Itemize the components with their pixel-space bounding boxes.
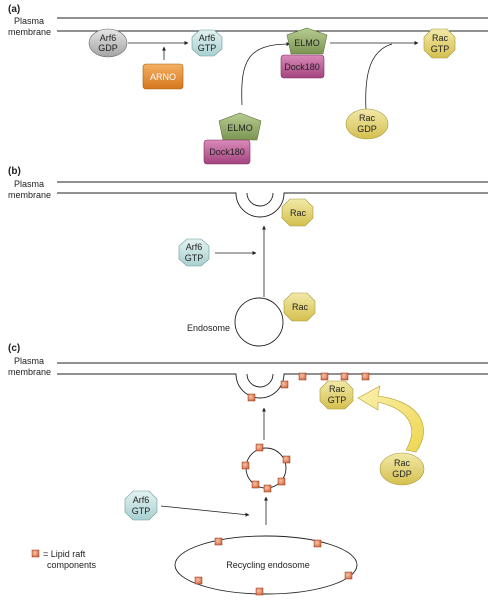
- membrane-raft-markers: [247, 372, 370, 402]
- membrane-label-line2: membrane: [8, 190, 51, 200]
- arf6-gtp-label-1: Arf6: [199, 33, 216, 43]
- recycling-endosome-label: Recycling endosome: [226, 560, 310, 570]
- rac-endosome-node: [283, 292, 316, 322]
- panel-a-label: (a): [8, 4, 20, 15]
- membrane-inner-line-outer-pit: [57, 192, 488, 218]
- endosome-raft-markers: [194, 537, 353, 596]
- panel-b-label: (b): [8, 166, 21, 177]
- rac-recruitment-arrow: [357, 385, 424, 453]
- membrane-pit-inner: [246, 373, 274, 388]
- legend-label-1: = Lipid raft: [43, 549, 86, 559]
- rac-gdp-label-1: Rac: [359, 113, 376, 123]
- lipid-raft-marker: [247, 393, 256, 402]
- arno-label: ARNO: [150, 72, 176, 82]
- arrow-arf6-to-recycling: [160, 505, 250, 517]
- membrane-label-line1: Plasma: [14, 16, 44, 26]
- panel-c: (c) Plasma membrane Rac GTP Rac GDP: [8, 343, 488, 596]
- lipid-raft-marker: [361, 372, 370, 381]
- arrow-rac-gdp-input: [365, 43, 393, 111]
- dock180-bottom-node: [203, 139, 251, 165]
- membrane-label-line2: membrane: [8, 27, 51, 37]
- arf6-gtp-label-1: Arf6: [186, 242, 203, 252]
- dock180-top-label: Dock180: [284, 62, 320, 72]
- legend-raft-swatch: [31, 549, 40, 558]
- panel-a: (a) Plasma membrane Arf6 GDP ARNO Arf6 G…: [8, 4, 488, 165]
- lipid-raft-marker: [255, 587, 264, 596]
- arrow-elmo-recruitment: [241, 42, 291, 106]
- panel-c-label: (c): [8, 343, 20, 354]
- endosome-vesicle: [234, 297, 284, 347]
- lipid-raft-marker: [280, 380, 289, 389]
- rac-gtp-label-2: GTP: [328, 395, 347, 405]
- arf6-gtp-label-2: GTP: [132, 506, 151, 516]
- arf6-gdp-label-1: Arf6: [100, 33, 117, 43]
- rac-membrane-label: Rac: [290, 208, 307, 218]
- lipid-raft-marker: [320, 372, 329, 381]
- lipid-raft-marker: [255, 443, 264, 452]
- elmo-top-label: ELMO: [294, 38, 320, 48]
- membrane-label-line1: Plasma: [14, 356, 44, 366]
- rac-endosome-label: Rac: [292, 302, 309, 312]
- elmo-bottom-label: ELMO: [227, 123, 253, 133]
- recycling-endosome: [174, 535, 358, 595]
- lipid-raft-marker: [277, 477, 286, 486]
- dock180-top-node: [280, 54, 325, 79]
- arf6-gtp-node: [124, 490, 158, 521]
- membrane-label-line2: membrane: [8, 367, 51, 377]
- arf6-gtp-label-1: Arf6: [133, 495, 150, 505]
- rac-gtp-label-1: Rac: [432, 33, 449, 43]
- lipid-raft-marker: [313, 539, 322, 548]
- rac-gdp-node: [379, 452, 425, 486]
- legend-label-2: components: [47, 560, 97, 570]
- arf6-gtp-node: [191, 29, 223, 57]
- dock180-bottom-label: Dock180: [209, 147, 245, 157]
- lipid-raft-marker: [194, 576, 203, 585]
- rac-gdp-label-2: GDP: [392, 469, 412, 479]
- rac-gtp-node: [423, 28, 456, 59]
- arf6-gtp-label-2: GTP: [185, 253, 204, 263]
- rac-gdp-label-1: Rac: [394, 458, 411, 468]
- lipid-raft-marker: [263, 484, 272, 493]
- arf6-gdp-node: [88, 28, 128, 58]
- lipid-raft-marker: [282, 455, 291, 464]
- arf6-gdp-label-2: GDP: [98, 43, 118, 53]
- lipid-raft-marker: [241, 461, 250, 470]
- lipid-raft-marker: [214, 537, 223, 546]
- membrane-pit-inner: [246, 192, 274, 207]
- panel-b: (b) Plasma membrane Rac Arf6 GTP Rac End…: [8, 166, 488, 347]
- lipid-raft-marker: [340, 372, 349, 381]
- lipid-raft-marker: [251, 480, 260, 489]
- lipid-raft-marker: [344, 571, 353, 580]
- arf6-gtp-node: [178, 238, 210, 267]
- arno-node: [142, 63, 184, 90]
- rac-gdp-label-2: GDP: [357, 124, 377, 134]
- rac-gtp-label-1: Rac: [329, 384, 346, 394]
- rac-gdp-node: [345, 108, 389, 140]
- rac-gtp-label-2: GTP: [431, 44, 450, 54]
- rac-gtp-node: [319, 380, 354, 410]
- endosome-label: Endosome: [187, 323, 230, 333]
- arf6-gtp-label-2: GTP: [198, 43, 217, 53]
- lipid-raft-marker: [298, 372, 307, 381]
- legend: = Lipid raft components: [31, 549, 97, 570]
- rac-membrane-node: [281, 198, 314, 227]
- membrane-label-line1: Plasma: [14, 179, 44, 189]
- vesicle-raft-markers: [241, 443, 291, 493]
- elmo-top-node: [286, 27, 328, 55]
